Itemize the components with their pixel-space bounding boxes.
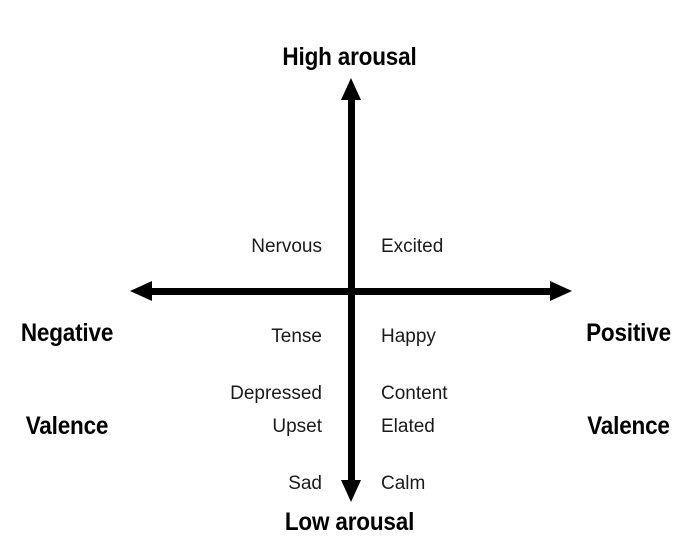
- quadrant-word: Content: [381, 383, 448, 404]
- arrow-down-icon: [341, 480, 361, 502]
- quadrant-word: Calm: [381, 473, 426, 494]
- axis-label-high-arousal: High arousal: [282, 43, 417, 71]
- quadrant-word: Sad: [288, 473, 322, 494]
- quadrant-word: Nervous: [251, 236, 322, 257]
- axis-label-positive-valence-line1: Positive: [586, 319, 671, 347]
- quadrant-lower-right: Content Calm Relaxed: [381, 319, 561, 555]
- quadrant-upper-left: Nervous Tense Upset: [150, 172, 322, 502]
- axis-label-positive-valence: Positive Valence: [572, 256, 685, 504]
- axis-label-low-arousal: Low arousal: [284, 508, 415, 536]
- quadrant-word: Excited: [381, 236, 444, 257]
- quadrant-word: Elated: [381, 416, 435, 437]
- arrow-right-icon: [550, 281, 572, 301]
- axis-label-negative-valence-line1: Negative: [20, 319, 114, 347]
- quadrant-word: Depressed: [230, 383, 322, 404]
- quadrant-word: Tense: [271, 326, 322, 347]
- arrow-up-icon: [341, 78, 361, 100]
- axis-label-negative-valence: Negative Valence: [14, 256, 120, 504]
- quadrant-lower-left: Depressed Sad Bored: [150, 319, 322, 555]
- quadrant-word: Happy: [381, 326, 436, 347]
- arrow-left-icon: [130, 281, 152, 301]
- axis-label-positive-valence-line2: Valence: [587, 412, 670, 440]
- horizontal-axis-line: [142, 288, 562, 295]
- quadrant-upper-right: Excited Happy Elated: [381, 172, 561, 502]
- quadrant-word: Upset: [272, 416, 322, 437]
- axis-label-negative-valence-line2: Valence: [25, 412, 109, 440]
- vertical-axis-line: [348, 90, 355, 482]
